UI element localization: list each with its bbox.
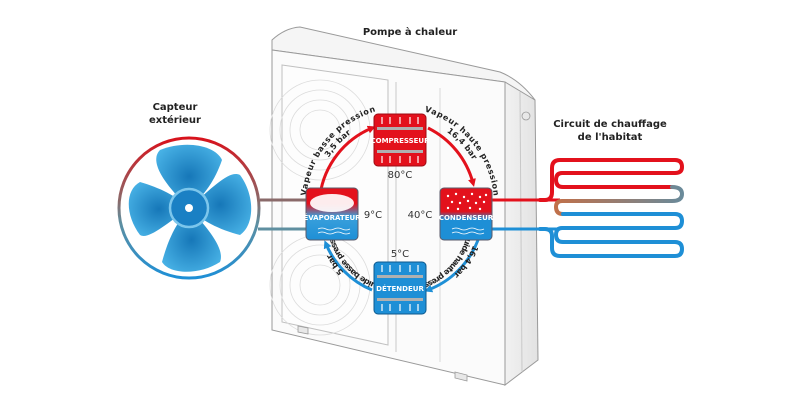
outdoor-fan-icon bbox=[117, 136, 310, 280]
evaporator-temperature: 9°C bbox=[364, 210, 382, 221]
expander-temperature: 5°C bbox=[391, 249, 409, 260]
expansion-arrows-icon bbox=[381, 265, 419, 311]
condenser-temperature: 40°C bbox=[408, 210, 433, 221]
arrow-compressor-to-condenser bbox=[427, 126, 476, 187]
diagram-title: Pompe à chaleur bbox=[362, 27, 458, 38]
arrow-evaporator-to-compressor bbox=[318, 125, 376, 196]
compressor-temperature: 80°C bbox=[388, 170, 413, 181]
evaporator-block: ÉVAPORATEUR bbox=[303, 187, 361, 241]
circuit-label-line1: Circuit de chauffage bbox=[553, 119, 667, 130]
condenser-block: CONDENSEUR bbox=[439, 187, 560, 241]
circuit-label-line2: de l'habitat bbox=[577, 132, 643, 143]
arrow-expander-to-evaporator bbox=[323, 240, 373, 292]
condenser-label: CONDENSEUR bbox=[439, 214, 494, 222]
compression-arrows-icon bbox=[381, 117, 419, 163]
sensor-label-line2: extérieur bbox=[149, 115, 201, 126]
expander-label: DÉTENDEUR bbox=[376, 284, 424, 293]
house-heating-circuit bbox=[538, 158, 684, 258]
arrow-condenser-to-expander bbox=[424, 239, 480, 293]
sensor-label-line1: Capteur bbox=[152, 102, 198, 113]
expander-block: DÉTENDEUR bbox=[373, 261, 427, 315]
compressor-block: COMPRESSEUR bbox=[371, 113, 431, 167]
refrigerant-cycle bbox=[318, 125, 480, 293]
evaporator-label: ÉVAPORATEUR bbox=[303, 213, 361, 222]
compressor-label: COMPRESSEUR bbox=[371, 137, 431, 145]
